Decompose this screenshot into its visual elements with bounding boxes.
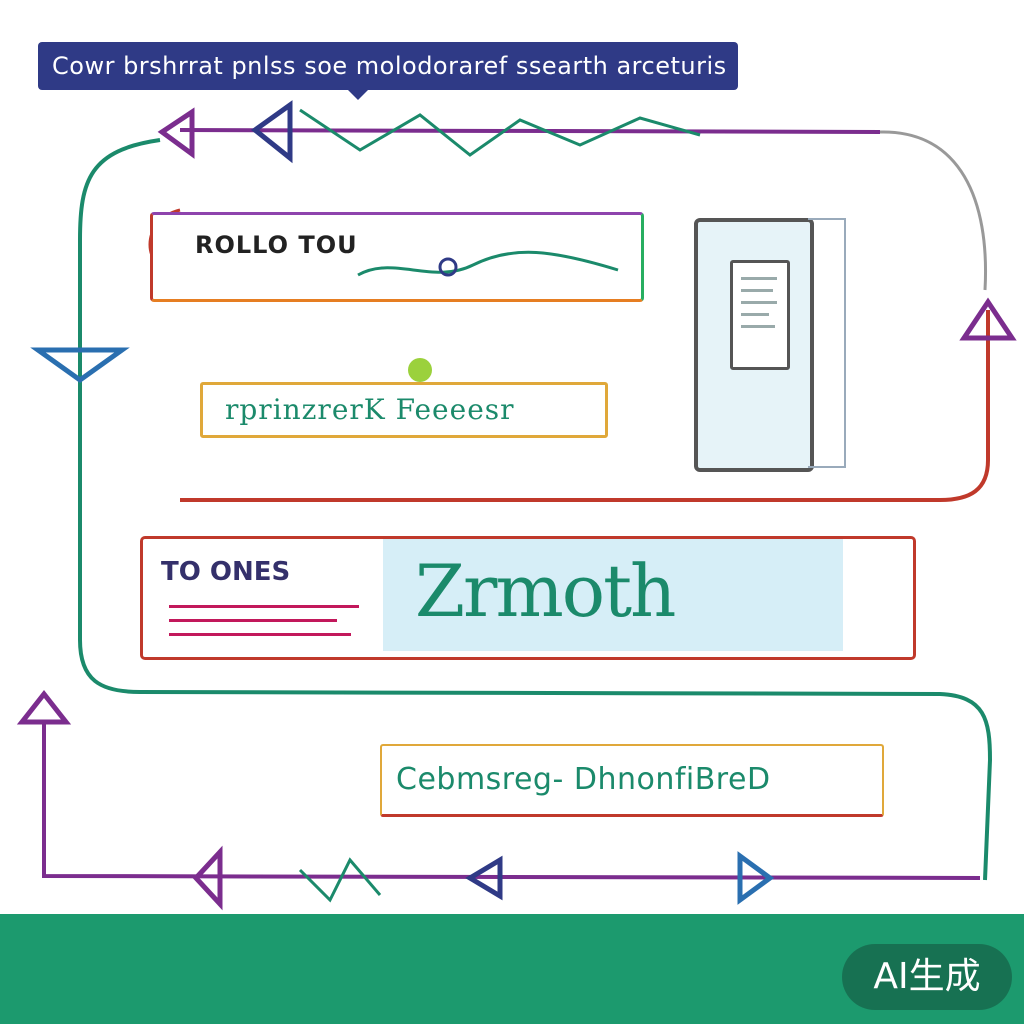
step-box-middle: rprinzrerK Feeeesr <box>200 382 608 438</box>
arrow-left-bottom-2 <box>465 855 503 901</box>
banner-pointer <box>348 90 368 100</box>
step-top-label: ROLLO TOU <box>195 231 358 259</box>
bottom-scribble <box>298 857 382 903</box>
top-flow-scribble <box>299 108 701 157</box>
ai-generated-badge: AI生成 <box>842 944 1012 1010</box>
title-banner: Cowr brshrrat pnlss soe molodoraref ssea… <box>38 42 738 100</box>
arrow-left-top-2 <box>250 100 293 164</box>
step-middle-label: rprinzrerK Feeeesr <box>225 393 515 426</box>
wide-box-right-pane: Zrmoth <box>383 539 843 651</box>
wide-box-line-3 <box>169 633 351 636</box>
arrow-up-right <box>959 297 1017 341</box>
arrow-down-left <box>30 347 130 384</box>
left-flow-line <box>78 138 993 881</box>
top-right-curve <box>879 130 988 291</box>
step-box-wide: TO ONES Zrmoth <box>140 536 916 660</box>
top-flow-line <box>179 128 881 134</box>
phone-side-panel <box>808 218 846 468</box>
wide-box-big-label: Zrmoth <box>415 549 676 633</box>
arrow-up-left <box>16 689 72 725</box>
phone-screen <box>730 260 790 370</box>
step-box-top: ROLLO TOU <box>150 212 644 302</box>
step-top-doodle <box>357 250 619 277</box>
wide-box-line-2 <box>169 619 337 622</box>
step-box-bottom: Cebmsreg- DhnonfiBreD <box>380 744 884 817</box>
arrow-left-bottom-1 <box>192 845 223 911</box>
wide-box-label: TO ONES <box>161 557 291 587</box>
wide-box-line-1 <box>169 605 359 608</box>
arrow-left-top-1 <box>157 107 195 159</box>
title-text: Cowr brshrrat pnlss soe molodoraref ssea… <box>52 52 727 80</box>
step-bottom-label: Cebmsreg- DhnonfiBreD <box>396 762 771 797</box>
wide-box-left-pane: TO ONES <box>143 539 381 657</box>
bottom-flow-line <box>42 720 981 880</box>
arrow-right-bottom <box>737 851 775 905</box>
green-leaf-mark <box>408 358 432 382</box>
phone-illustration <box>694 218 814 472</box>
right-flow-line <box>180 310 990 502</box>
